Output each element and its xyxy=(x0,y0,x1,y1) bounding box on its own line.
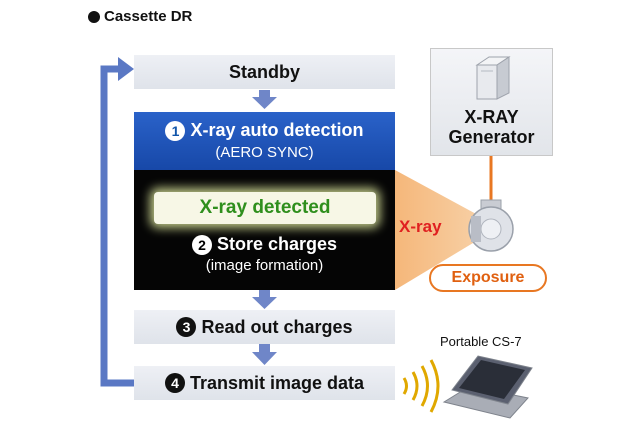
auto-detection-sublabel: (AERO SYNC) xyxy=(215,144,314,161)
step-number-badge: 2 xyxy=(191,234,212,255)
tablet-computer-icon xyxy=(442,355,533,419)
transmit-step: 4 Transmit image data xyxy=(134,366,395,400)
down-arrow-icon xyxy=(252,90,277,109)
diagram-title-text: Cassette DR xyxy=(104,8,193,25)
read-out-step: 3 Read out charges xyxy=(134,310,395,344)
standby-step: Standby xyxy=(134,55,395,89)
xray-generator-box: X-RAY Generator xyxy=(430,48,553,156)
xray-label: X-ray xyxy=(399,217,442,236)
down-arrow-icon xyxy=(252,290,277,309)
generator-label-line2: Generator xyxy=(448,127,535,147)
transmit-label: Transmit image data xyxy=(189,372,365,393)
auto-detection-step: 1 X-ray auto detection (AERO SYNC) xyxy=(134,112,395,170)
generator-cabinet-icon xyxy=(475,56,511,100)
auto-detection-label: X-ray auto detection xyxy=(190,120,364,140)
standby-label: Standby xyxy=(228,61,300,82)
xray-tube-icon xyxy=(468,199,514,252)
exposure-badge: Exposure xyxy=(429,264,547,292)
store-charges-label: Store charges xyxy=(216,234,338,254)
read-out-label: Read out charges xyxy=(201,316,353,337)
generator-label-line1: X-RAY xyxy=(464,107,519,127)
store-charges-step: X-ray detected 2 Store charges (image fo… xyxy=(134,170,395,290)
down-arrow-icon xyxy=(252,343,277,365)
store-charges-sublabel: (image formation) xyxy=(205,257,324,274)
wireless-signal-icon xyxy=(402,359,440,413)
diagram-title: Cassette DR xyxy=(88,8,192,25)
xray-beam xyxy=(395,170,478,290)
loop-arrow-line xyxy=(100,65,134,387)
loop-arrow-icon xyxy=(118,57,134,81)
portable-device-label: Portable CS-7 xyxy=(440,334,522,349)
xray-detected-badge: X-ray detected xyxy=(154,192,376,224)
step-number-badge: 1 xyxy=(165,120,186,141)
bullet-icon xyxy=(88,10,100,23)
step-number-badge: 3 xyxy=(176,317,197,337)
step-number-badge: 4 xyxy=(164,373,185,393)
